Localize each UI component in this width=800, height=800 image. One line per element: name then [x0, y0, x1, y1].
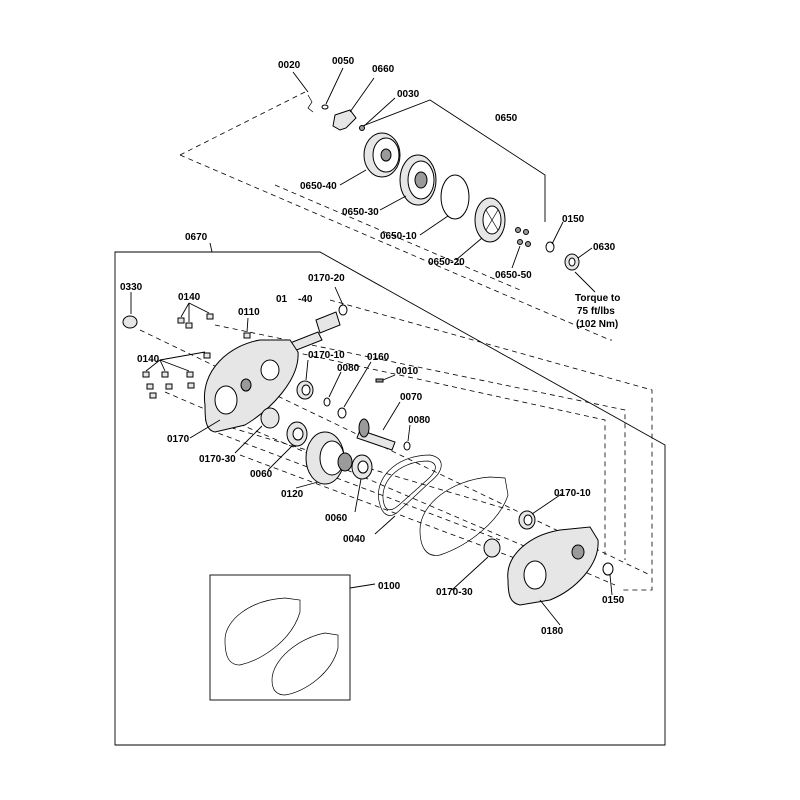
label-0140-upper: 0140 [178, 292, 201, 303]
label-0150-bottom: 0150 [602, 595, 625, 606]
inset-gasket-a [224, 597, 301, 666]
label-0170-10-lower: 0170-10 [554, 488, 591, 499]
label-0670: 0670 [185, 232, 208, 243]
disc-0650-30 [399, 154, 437, 206]
label-0050: 0050 [332, 56, 355, 67]
ring-0080-b [403, 441, 411, 451]
plate-0650-20 [474, 197, 506, 243]
label-0100: 0100 [378, 581, 401, 592]
label-0080-lower: 0080 [408, 415, 431, 426]
bolts-0140-upper [177, 313, 214, 359]
bracket-0660 [332, 109, 357, 131]
key-0010 [375, 378, 384, 383]
label-0010: 0010 [396, 366, 419, 377]
sprocket-0120 [305, 431, 353, 485]
bearing-0060-b [351, 454, 373, 480]
label-0080-upper: 0080 [337, 363, 360, 374]
bolts-0140-lower [142, 371, 195, 399]
upper-assembly-parts [307, 94, 580, 271]
label-0180: 0180 [541, 626, 564, 637]
chain-0040-inner [382, 460, 436, 511]
label-0120: 0120 [281, 489, 304, 500]
callout-labels: 0020 0050 0660 0030 0650 0650-40 0650-30… [120, 56, 625, 637]
label-0630: 0630 [593, 242, 616, 253]
label-0160: 0160 [367, 352, 390, 363]
gasket-inset-box [209, 574, 351, 701]
washer-0150-bottom [602, 562, 614, 576]
label-0650-50: 0650-50 [495, 270, 532, 281]
nut-0630 [564, 253, 580, 271]
gasket-0100 [419, 476, 509, 556]
bearing-0170-10-b [518, 510, 536, 530]
sprocket-shaft-0070 [356, 418, 396, 451]
label-0650-40: 0650-40 [300, 181, 337, 192]
label-0060-right: 0060 [325, 513, 348, 524]
label-0650: 0650 [495, 113, 518, 124]
clip-0020 [307, 94, 314, 113]
label-0060-left: 0060 [250, 469, 273, 480]
label-0170-30-left: 0170-30 [199, 454, 236, 465]
label-0170-20: 0170-20 [308, 273, 345, 284]
bushing-40 [315, 311, 341, 334]
case-half-0170 [203, 339, 299, 433]
ring-0080-a [323, 397, 331, 407]
label-0110: 0110 [238, 307, 260, 318]
label-0150-top: 0150 [562, 214, 585, 225]
washer-0150-top [545, 241, 555, 253]
pin-0050 [321, 104, 329, 110]
label-0070: 0070 [400, 392, 423, 403]
ring-0160 [337, 407, 347, 419]
label-0650-10: 0650-10 [380, 231, 417, 242]
label-0650-30: 0650-30 [342, 207, 379, 218]
inset-gasket-b [271, 632, 339, 696]
bearing-0060-a [286, 421, 308, 447]
seal-0330 [122, 315, 138, 329]
bushing-0170-30-a [260, 407, 280, 429]
nuts-0650-50 [515, 227, 531, 247]
ring-0170-20 [338, 304, 348, 316]
label-0140-lower: 0140 [137, 354, 160, 365]
label-0170: 0170 [167, 434, 190, 445]
torque-note-line2: 75 ft/lbs [577, 306, 615, 317]
bushing-0170-30-b [483, 538, 501, 558]
torque-note-line1: Torque to [575, 293, 620, 304]
label-40: -40 [298, 294, 313, 305]
washer-0650-10 [440, 174, 470, 220]
label-0650-20: 0650-20 [428, 257, 465, 268]
hub-0650-40 [363, 132, 401, 178]
washer-0030 [359, 125, 365, 131]
label-0040: 0040 [343, 534, 366, 545]
torque-note-line3: (102 Nm) [576, 319, 618, 330]
label-0020: 0020 [278, 60, 301, 71]
label-0030: 0030 [397, 89, 420, 100]
chain-0040 [378, 454, 442, 516]
cover-0180 [507, 526, 599, 606]
leader-lines [130, 67, 613, 626]
label-0170-10-upper: 0170-10 [308, 350, 345, 361]
label-0660: 0660 [372, 64, 395, 75]
label-01: 01 [276, 294, 288, 305]
bearing-0170-10-a [296, 380, 314, 400]
label-0330: 0330 [120, 282, 143, 293]
label-0170-30-right: 0170-30 [436, 587, 473, 598]
bolt-0110 [243, 332, 251, 339]
main-assembly-parts [122, 304, 614, 696]
